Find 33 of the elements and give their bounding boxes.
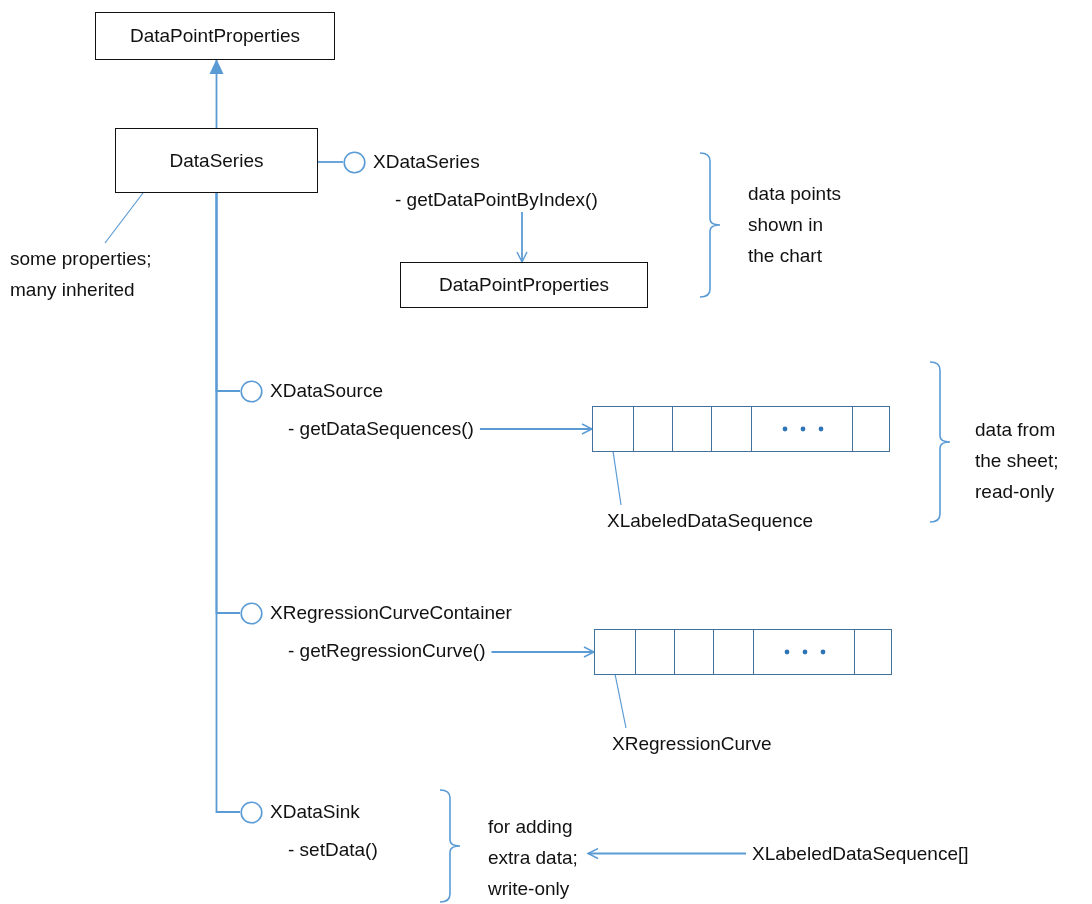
note-text: data points shown in the chart bbox=[748, 178, 848, 271]
array-strip bbox=[594, 629, 892, 675]
note-text: XLabeledDataSequence[] bbox=[752, 838, 969, 869]
class-box bbox=[95, 12, 335, 60]
array-strip bbox=[592, 406, 890, 452]
method-name: - getRegressionCurve() bbox=[288, 639, 486, 663]
class-name: DataSeries bbox=[169, 149, 264, 172]
arrow bbox=[209, 59, 224, 129]
interface-name: XDataSink bbox=[270, 800, 360, 824]
method-name: - getDataPointByIndex() bbox=[395, 188, 598, 212]
connector-line bbox=[317, 161, 344, 163]
leader-line bbox=[614, 673, 627, 729]
connector-line bbox=[215, 192, 241, 813]
note-text: data from the sheet; read-only bbox=[975, 414, 1070, 507]
class-name: DataPointProperties bbox=[129, 25, 300, 47]
interface-name: XDataSource bbox=[270, 379, 383, 403]
note-text: some properties; many inherited bbox=[10, 243, 200, 305]
arrow bbox=[490, 646, 595, 658]
interface-name: XRegressionCurveContainer bbox=[270, 601, 512, 625]
leader-line bbox=[104, 192, 144, 244]
arrow bbox=[516, 211, 528, 263]
method-name: - setData() bbox=[288, 838, 378, 862]
interface-name: XDataSeries bbox=[373, 150, 480, 174]
note-text: XLabeledDataSequence bbox=[607, 505, 813, 536]
arrow bbox=[479, 423, 593, 435]
leader-line bbox=[612, 450, 622, 506]
method-name: - getDataSequences() bbox=[288, 417, 474, 441]
class-name: DataPointProperties bbox=[438, 274, 609, 296]
arrow bbox=[587, 847, 747, 860]
class-box bbox=[115, 128, 318, 193]
note-text: XRegressionCurve bbox=[612, 728, 772, 759]
class-box bbox=[400, 262, 648, 308]
note-text: for adding extra data; write-only bbox=[488, 811, 588, 904]
